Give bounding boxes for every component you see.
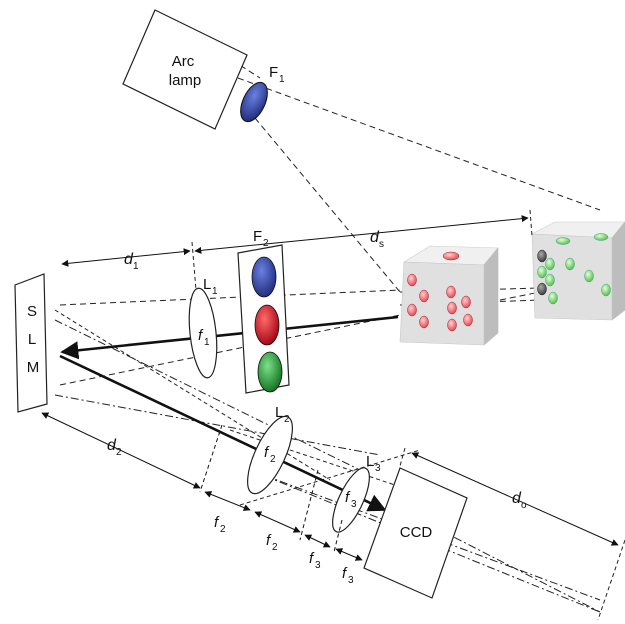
f3-a-sub: 3: [315, 560, 321, 571]
lens-l2-label: L: [275, 404, 283, 421]
filter-f1-label: F: [269, 64, 278, 81]
f3-b-sub: 3: [348, 575, 354, 586]
ds-label: d: [370, 229, 380, 246]
dimension-d1: d 1: [61, 241, 197, 291]
lens-l3-label: L: [366, 453, 374, 470]
slm: S L M: [14, 273, 48, 413]
filter-wheel-f2: F 2: [237, 228, 290, 394]
lens-l1-focal-sub: 1: [204, 337, 210, 348]
f3-a-label: f: [309, 550, 315, 567]
lens-l1-focal: f: [198, 327, 204, 344]
slm-label-m: M: [27, 359, 40, 376]
slm-label-l: L: [28, 331, 36, 348]
d2-label: d: [107, 437, 117, 454]
dimension-do: d o: [411, 452, 619, 546]
dimension-d2: d 2: [41, 412, 201, 489]
f2-a-sub: 2: [220, 524, 226, 535]
focal-labels: f 2 f 2 f 3 f 3: [214, 514, 354, 586]
d1-label: d: [124, 251, 134, 268]
do-sub: o: [521, 500, 527, 511]
d1-sub: 1: [133, 261, 139, 272]
die-red: [399, 245, 499, 346]
f2-b-sub: 2: [272, 542, 278, 553]
focal-dimensions: [199, 424, 363, 561]
ccd-camera: CCD: [363, 467, 468, 599]
lens-l1-sub: 1: [212, 286, 218, 297]
lens-l2-focal: f: [264, 444, 270, 461]
f2-b-label: f: [266, 532, 272, 549]
lens-l2-focal-sub: 2: [270, 454, 276, 465]
slm-label-s: S: [27, 303, 37, 320]
arc-lamp: Arc lamp: [122, 9, 248, 130]
lens-l3-focal-sub: 3: [351, 499, 357, 510]
lens-l2-sub: 2: [284, 414, 290, 425]
lens-l3-focal: f: [345, 489, 351, 506]
do-label: d: [512, 490, 522, 507]
f3-b-label: f: [342, 565, 348, 582]
arc-lamp-label-1: Arc: [172, 53, 195, 70]
filter-f2-label: F: [253, 228, 262, 245]
die-green: [530, 221, 625, 321]
lens-l1: f 1 L 1: [188, 276, 218, 379]
optical-rays: [54, 279, 601, 613]
filter-f1: F 1: [240, 64, 285, 123]
lens-l1-label: L: [203, 276, 211, 293]
ccd-label: CCD: [400, 524, 433, 541]
dimension-ds: d s: [194, 209, 533, 254]
arc-lamp-label-2: lamp: [169, 72, 202, 89]
lens-l2: f 2 L 2: [247, 404, 293, 495]
lens-l3-sub: 3: [375, 463, 381, 474]
filter-f1-sub: 1: [279, 74, 285, 85]
main-beams: [59, 315, 399, 512]
ds-sub: s: [379, 239, 384, 250]
lens-l3: f 3 L 3: [332, 453, 381, 533]
f2-a-label: f: [214, 514, 220, 531]
d2-sub: 2: [116, 447, 122, 458]
ccd-extension-lines: [399, 447, 625, 621]
